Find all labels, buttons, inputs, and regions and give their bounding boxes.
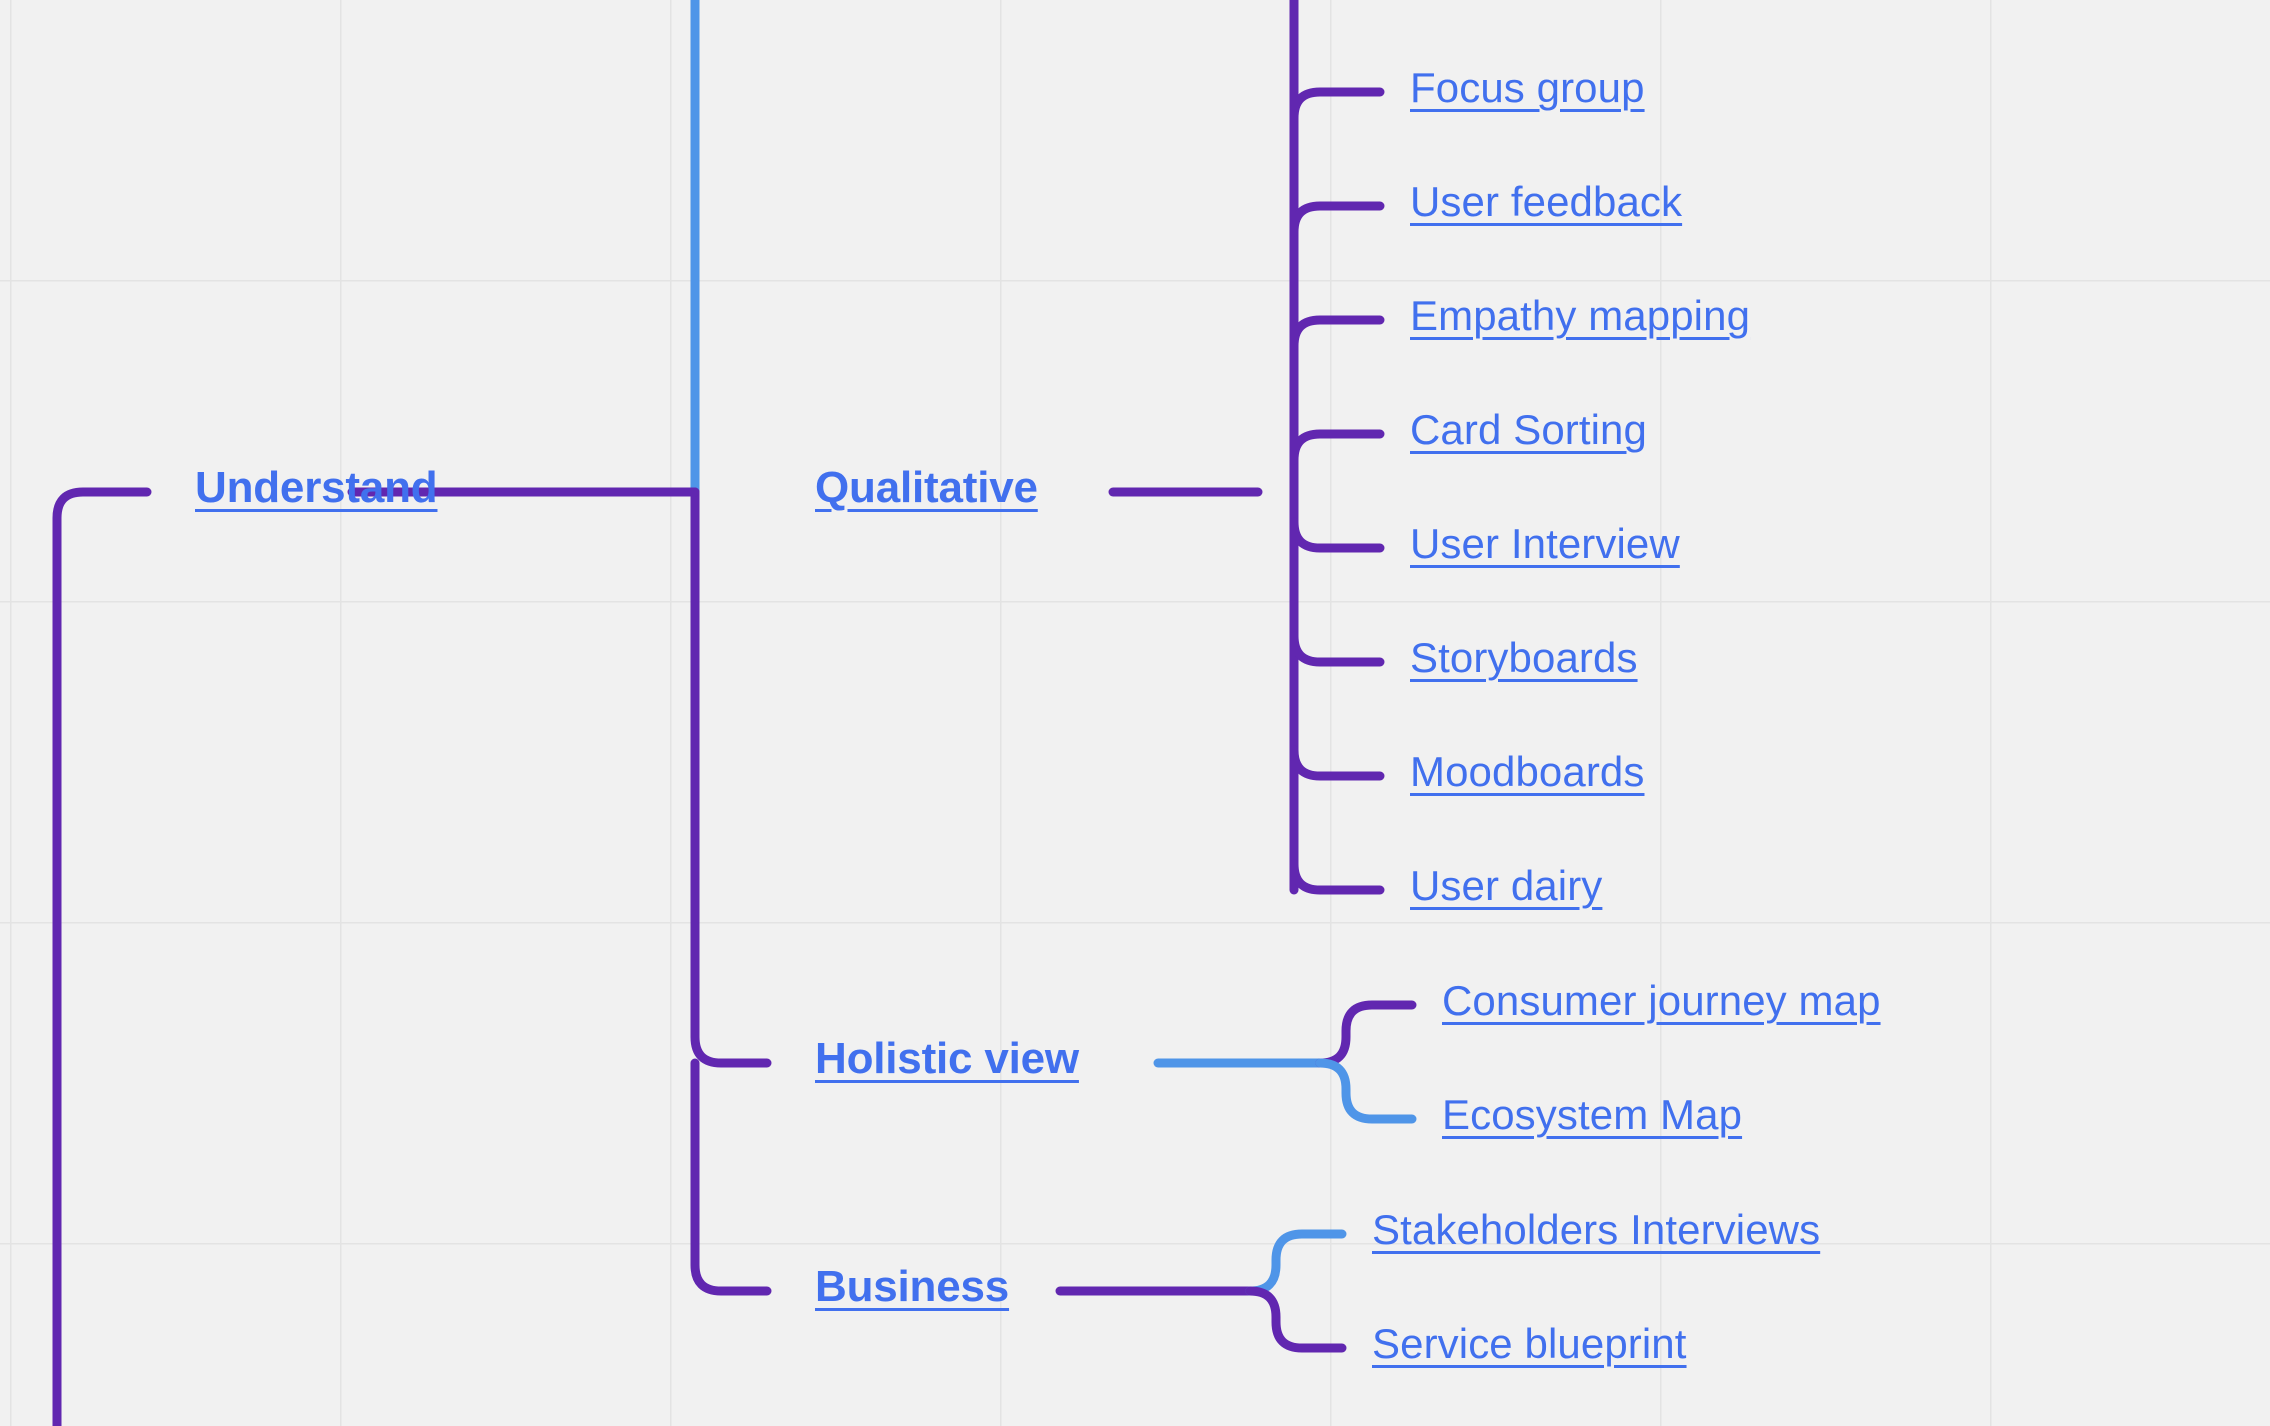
node-empathy-mapping[interactable]: Empathy mapping (1410, 292, 1751, 339)
node-business[interactable]: Business (815, 1262, 1010, 1311)
edge-trunk-business (690, 1058, 772, 1296)
node-user-dairy[interactable]: User dairy (1410, 862, 1603, 909)
edge-leaf-consumer-journey-map (1315, 1000, 1417, 1068)
edge-leaf-ecosystem-map (1315, 1058, 1417, 1124)
node-focus-group[interactable]: Focus group (1410, 64, 1645, 111)
node-card-sorting[interactable]: Card Sorting (1410, 406, 1647, 453)
node-storyboards[interactable]: Storyboards (1410, 634, 1638, 681)
edge-leaf-stakeholders-interviews (1245, 1229, 1347, 1296)
node-understand[interactable]: Understand (195, 463, 438, 512)
edge-trunk-down (690, 487, 772, 1068)
edge-leaf-storyboards (1289, 631, 1385, 667)
edge-leaf-user-feedback (1289, 201, 1385, 237)
edge-leaf-user-interview (1289, 517, 1385, 553)
edge-leaf-empathy-mapping (1289, 315, 1385, 351)
node-moodboards[interactable]: Moodboards (1410, 748, 1645, 795)
node-consumer-journey-map[interactable]: Consumer journey map (1442, 977, 1881, 1024)
node-ecosystem-map[interactable]: Ecosystem Map (1442, 1091, 1743, 1138)
edge-leaf-card-sorting (1289, 429, 1385, 465)
edge-root-stem (52, 487, 152, 1426)
node-user-interview[interactable]: User Interview (1410, 520, 1680, 567)
edge-leaf-service-blueprint (1245, 1286, 1347, 1353)
edge-leaf-user-dairy (1289, 859, 1385, 895)
edge-leaf-focus-group (1289, 87, 1385, 123)
edge-leaf-moodboards (1289, 745, 1385, 781)
node-holistic-view[interactable]: Holistic view (815, 1034, 1079, 1083)
node-service-blueprint[interactable]: Service blueprint (1372, 1320, 1687, 1367)
node-qualitative[interactable]: Qualitative (815, 463, 1038, 512)
node-user-feedback[interactable]: User feedback (1410, 178, 1683, 225)
node-stakeholders-interviews[interactable]: Stakeholders Interviews (1372, 1206, 1821, 1253)
